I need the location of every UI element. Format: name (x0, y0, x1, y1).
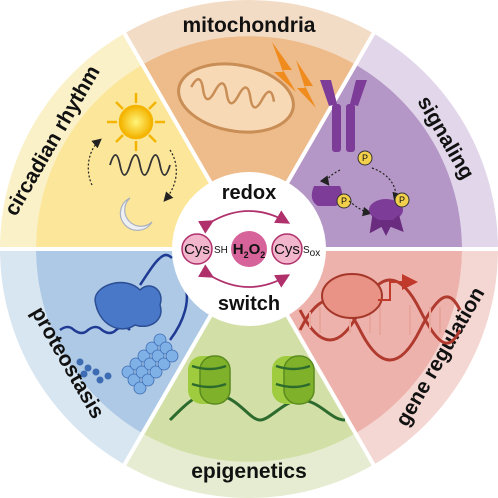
band-circadian (0, 33, 143, 250)
nucleosomes (168, 355, 346, 422)
cys-reduced-label: Cys (184, 241, 210, 258)
proteasome (121, 333, 179, 395)
cys-oxidized-suffix: Sox (303, 245, 320, 259)
band-gene-regulation (355, 249, 498, 465)
band-signaling (355, 33, 498, 250)
redox-switch-hub: redox switch Cys SH H2O2 Cys Sox (172, 172, 326, 326)
circadian-illustration (87, 93, 177, 231)
label-mitochondria: mitochondria (182, 14, 315, 37)
hub-word-redox: redox (222, 182, 276, 204)
sun-icon (107, 93, 165, 151)
lightning-bolt-icon (272, 42, 316, 108)
transcription-start-arrow (378, 274, 418, 301)
label-epigenetics: epigenetics (191, 460, 307, 483)
phospho-label-3: P (399, 195, 405, 205)
band-epigenetics (124, 433, 374, 498)
peptide-fragments (76, 358, 112, 384)
moon-icon (119, 197, 153, 231)
cys-reduced: Cys SH (181, 233, 228, 265)
nucleosome-left (188, 355, 231, 405)
transcription-factor (321, 273, 383, 319)
dna-helix-gene (298, 273, 462, 362)
band-proteostasis (0, 249, 143, 465)
kinase-cascade: P P P (311, 150, 410, 236)
phospho-label-2: P (341, 196, 347, 206)
band-mitochondria (124, 0, 374, 65)
h2o2-formula: H2O2 (233, 241, 266, 260)
wedge-epigenetics (142, 249, 356, 462)
ribosome-proteasome (59, 253, 189, 395)
hub-word-switch: switch (218, 293, 280, 315)
mitochondrion-illustration (177, 62, 295, 134)
phospho-label-1: P (362, 153, 368, 163)
oscillation-wave (109, 154, 171, 176)
cys-oxidized-label: Cys (274, 241, 300, 258)
receptor-icon (320, 80, 367, 152)
cys-oxidized: Cys Sox (271, 233, 320, 265)
nucleosome-right (272, 355, 315, 405)
ribosome (94, 281, 162, 330)
cys-reduced-suffix: SH (214, 245, 228, 256)
h2o2-oxidant: H2O2 (231, 231, 267, 267)
